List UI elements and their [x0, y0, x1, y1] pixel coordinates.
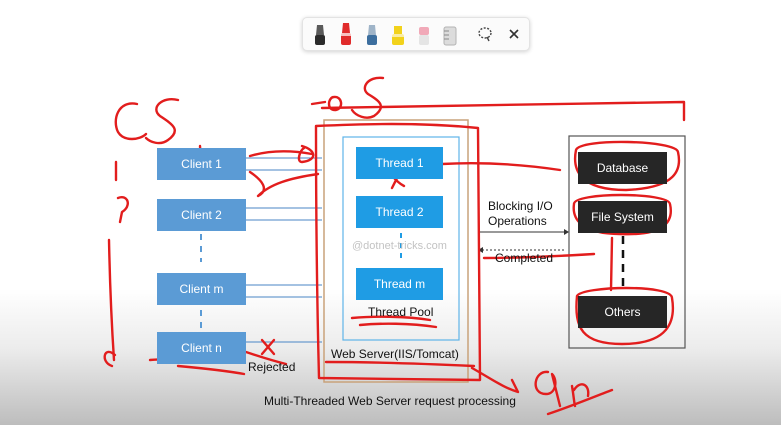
close-icon[interactable] — [502, 21, 526, 47]
red-pen-icon[interactable] — [334, 21, 358, 47]
blue-pen-icon[interactable] — [360, 21, 384, 47]
thread-pool-label: Thread Pool — [368, 305, 434, 319]
operations-label: Operations — [488, 214, 547, 228]
lasso-icon[interactable] — [473, 21, 497, 47]
pen-toolbar — [302, 17, 530, 51]
black-pen-icon[interactable] — [308, 21, 332, 47]
ruler-icon[interactable] — [438, 21, 462, 47]
web-server-box — [323, 119, 469, 383]
others-box: Others — [578, 296, 667, 328]
highlighter-icon[interactable] — [386, 21, 410, 47]
blocking-io-label: Blocking I/O — [488, 199, 553, 213]
thread-2-box: Thread 2 — [356, 196, 443, 228]
diagram-caption: Multi-Threaded Web Server request proces… — [264, 394, 516, 408]
watermark-text: @dotnet-tricks.com — [352, 240, 447, 252]
thread-m-box: Thread m — [356, 268, 443, 300]
rejected-label: Rejected — [248, 360, 296, 374]
client-2-box: Client 2 — [157, 199, 246, 231]
database-box: Database — [578, 152, 667, 184]
client-n-box: Client n — [157, 332, 246, 364]
completed-label: Completed — [495, 251, 554, 265]
web-server-label: Web Server(IIS/Tomcat) — [331, 347, 459, 361]
client-m-box: Client m — [157, 273, 246, 305]
request-arrows — [246, 157, 322, 343]
eraser-icon[interactable] — [412, 21, 436, 47]
thread-1-box: Thread 1 — [356, 147, 443, 179]
storage-box — [568, 135, 686, 349]
client-1-box: Client 1 — [157, 148, 246, 180]
file-system-box: File System — [578, 201, 667, 233]
thread-pool-box — [342, 136, 460, 341]
